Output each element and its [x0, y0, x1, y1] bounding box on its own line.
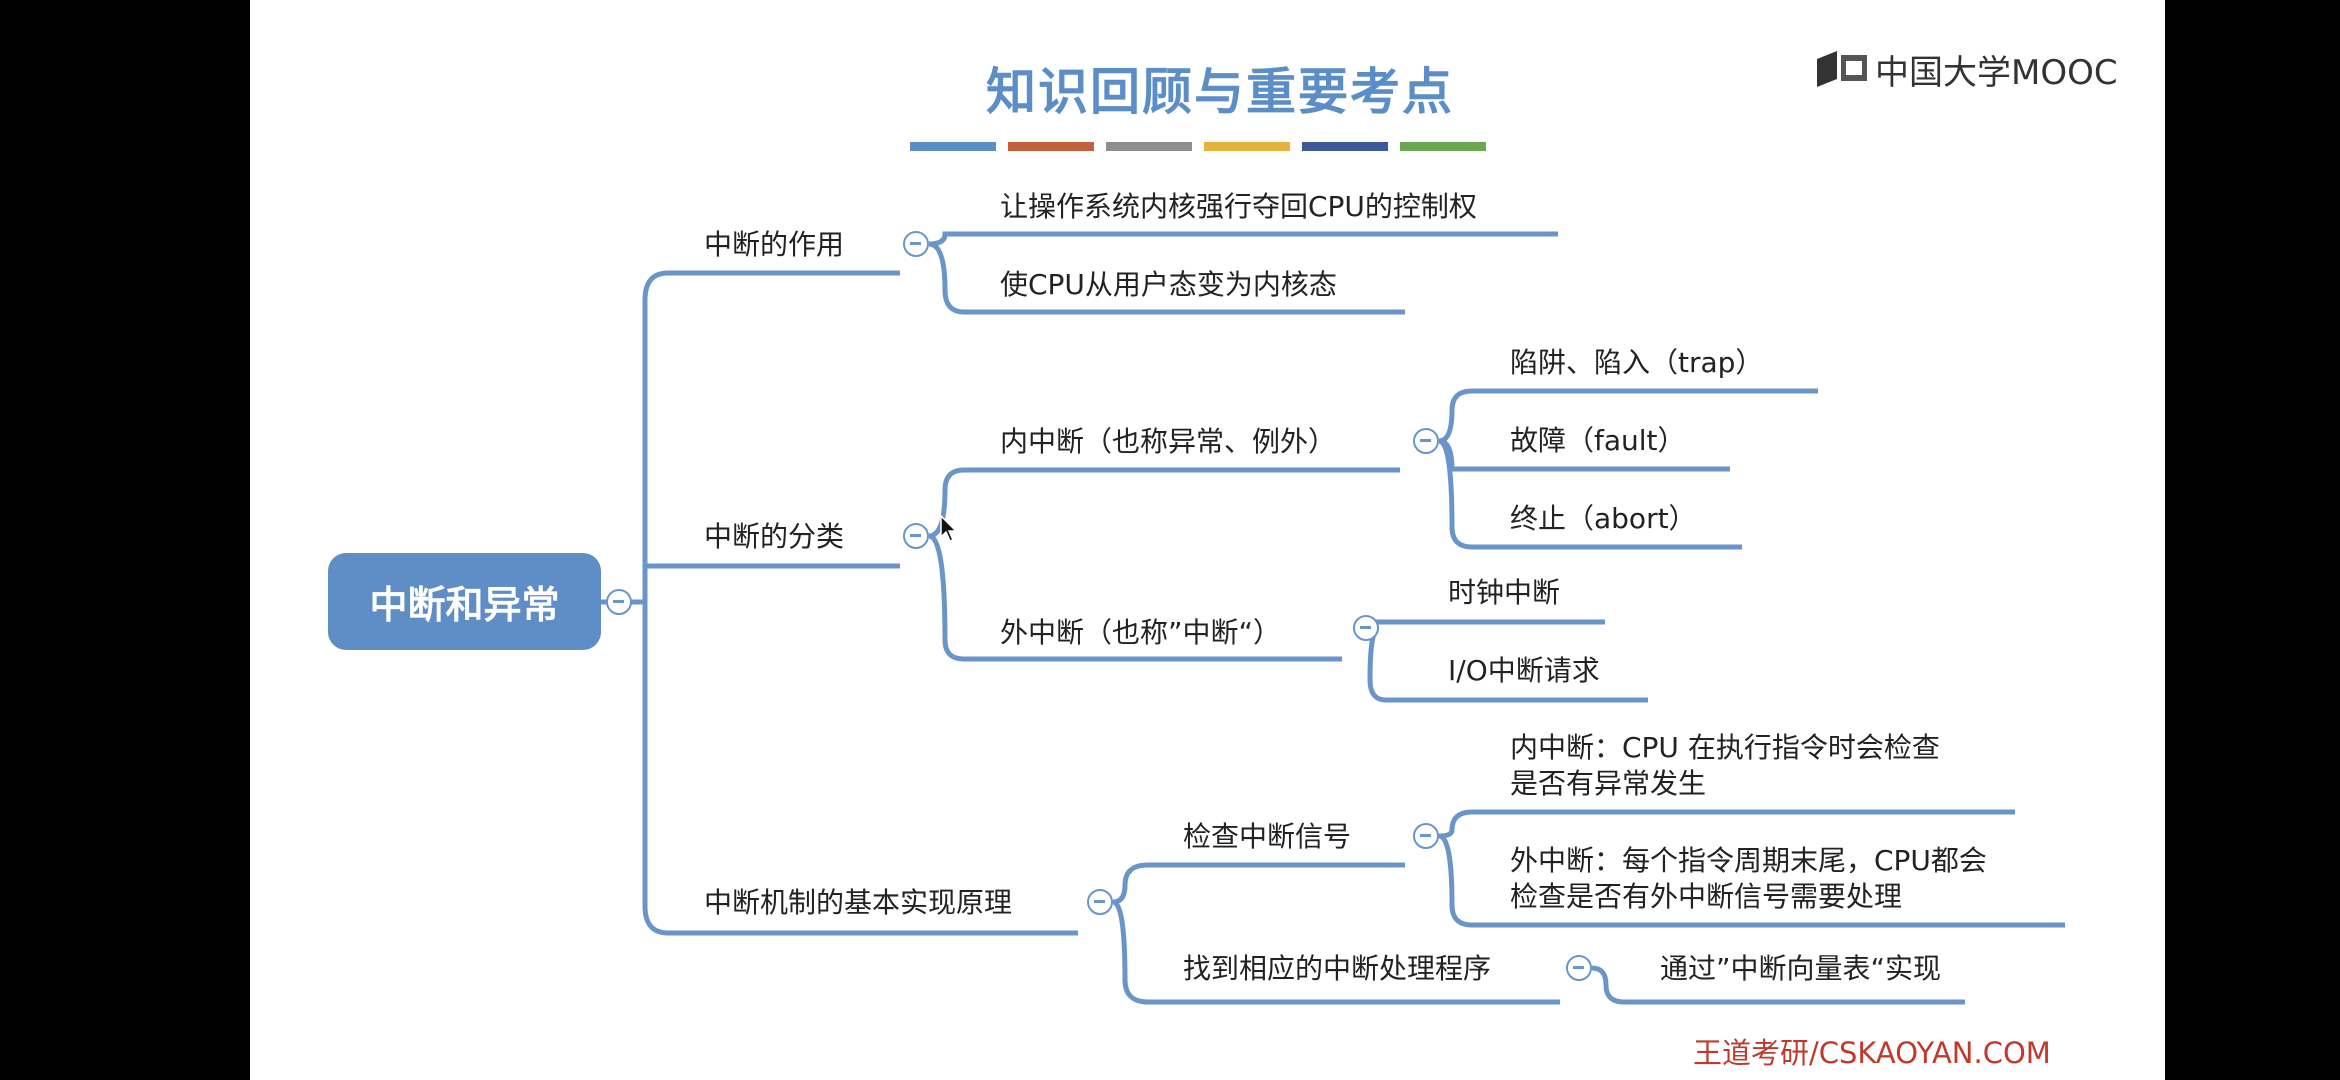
connector-line: [928, 241, 965, 315]
connector-line: [1438, 438, 1473, 550]
check-external-line1[interactable]: 外中断：每个指令周期末尾，CPU都会: [1510, 844, 1987, 877]
check-interrupt-signal[interactable]: 检查中断信号: [1183, 820, 1352, 853]
footer-watermark: 王道考研/CSKAOYAN.COM: [1693, 1036, 2051, 1070]
role-item-regain-cpu[interactable]: 让操作系统内核强行夺回CPU的控制权: [1000, 190, 1477, 223]
accent-bar: [1204, 142, 1290, 151]
accent-bar: [1302, 142, 1388, 151]
collapse-check-button[interactable]: [1413, 823, 1439, 849]
connector-line: [1112, 862, 1149, 905]
external-interrupt[interactable]: 外中断（也称”中断“）: [1000, 616, 1282, 649]
connector-line: [601, 270, 669, 605]
check-internal-line1[interactable]: 内中断：CPU 在执行指令时会检查: [1510, 731, 1940, 764]
branch-interrupt-mechanism[interactable]: 中断机制的基本实现原理: [704, 886, 1013, 919]
internal-fault[interactable]: 故障（fault）: [1510, 424, 1686, 457]
mooc-logo-text: 中国大学MOOC: [1875, 52, 2118, 93]
collapse-mechanism-button[interactable]: [1087, 889, 1113, 915]
slide: [250, 0, 2165, 1080]
collapse-external-button[interactable]: [1353, 615, 1379, 641]
internal-trap[interactable]: 陷阱、陷入（trap）: [1510, 346, 1764, 379]
collapse-classification-button[interactable]: [903, 523, 929, 549]
connector-line: [1438, 809, 1473, 839]
connector-line: [642, 566, 669, 936]
connector-line: [1438, 833, 1473, 928]
vector-table[interactable]: 通过”中断向量表“实现: [1660, 952, 1942, 985]
find-handler[interactable]: 找到相应的中断处理程序: [1183, 952, 1492, 985]
internal-abort[interactable]: 终止（abort）: [1510, 502, 1697, 535]
collapse-find-button[interactable]: [1566, 955, 1592, 981]
accent-bar: [1008, 142, 1094, 151]
connector-line: [1591, 965, 1625, 1005]
connector-line: [928, 467, 965, 539]
collapse-internal-button[interactable]: [1413, 428, 1439, 454]
branch-interrupt-role[interactable]: 中断的作用: [704, 228, 845, 261]
external-io[interactable]: I/O中断请求: [1448, 654, 1600, 687]
connector-line: [928, 533, 965, 662]
check-external-line2[interactable]: 检查是否有外中断信号需要处理: [1510, 880, 1903, 913]
branch-interrupt-classification[interactable]: 中断的分类: [704, 520, 845, 553]
external-clock[interactable]: 时钟中断: [1448, 576, 1561, 609]
connector-line: [928, 231, 964, 247]
role-item-mode-switch[interactable]: 使CPU从用户态变为内核态: [1000, 268, 1337, 301]
collapse-role-button[interactable]: [903, 231, 929, 257]
check-internal-line2[interactable]: 是否有异常发生: [1510, 767, 1707, 800]
accent-bar: [910, 142, 996, 151]
mouse-pointer-icon: [940, 515, 958, 542]
internal-interrupt[interactable]: 内中断（也称异常、例外）: [1000, 425, 1337, 458]
mooc-logo: 中国大学MOOC: [1815, 44, 2118, 94]
slide-title: 知识回顾与重要考点: [986, 63, 1454, 121]
collapse-root-button[interactable]: [606, 589, 632, 615]
connector-line: [1438, 388, 1473, 444]
mindmap-root[interactable]: 中断和异常: [328, 553, 601, 650]
connector-line: [1112, 899, 1149, 1005]
mooc-logo-icon: [1817, 51, 1867, 87]
accent-bar: [1106, 142, 1192, 151]
accent-bar: [1400, 142, 1486, 151]
